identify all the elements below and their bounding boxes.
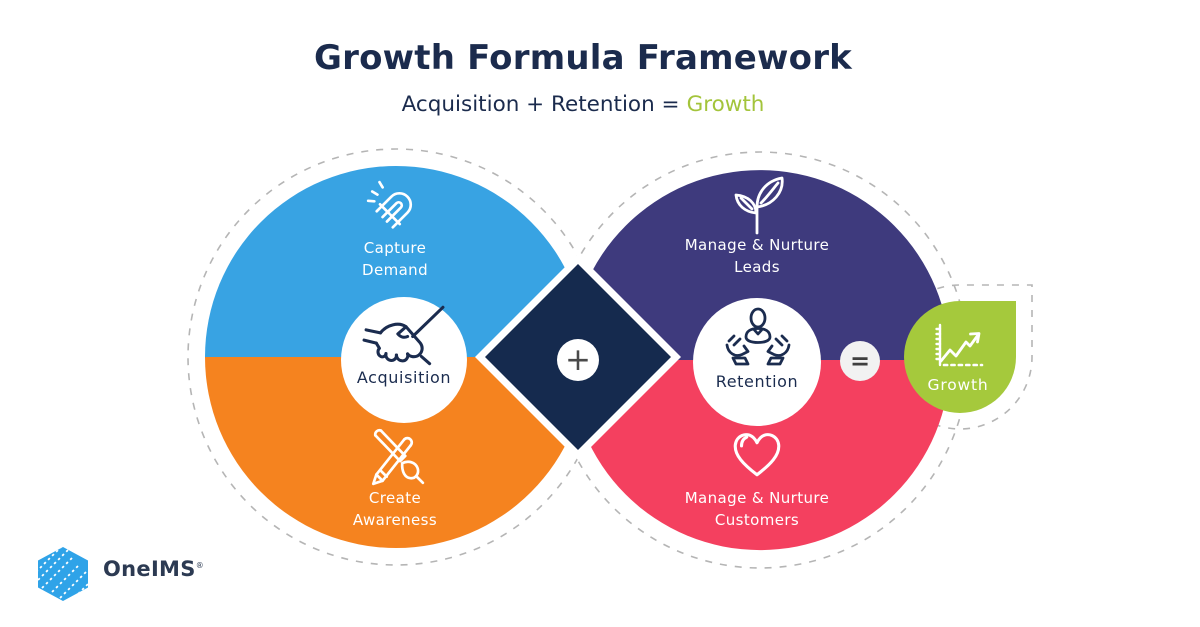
- capture-demand-label: Capture Demand: [362, 237, 428, 281]
- create-awareness-icon-box: [365, 426, 427, 488]
- nurture-customers-line1: Manage & Nurture: [684, 489, 830, 507]
- retention-hub-circle: [693, 298, 821, 426]
- create-awareness-line1: Create: [368, 489, 422, 507]
- capture-demand-icon-box: [364, 176, 426, 238]
- plus-operator: +: [565, 342, 591, 378]
- nurture-leads-line1: Manage & Nurture: [684, 236, 830, 254]
- pencil-brush-icon: [371, 428, 425, 486]
- heart-icon: [733, 433, 781, 477]
- capture-demand-line1: Capture: [363, 239, 427, 257]
- nurture-leads-label: Manage & Nurture Leads: [685, 234, 830, 278]
- capture-demand-segment: [205, 166, 587, 357]
- create-awareness-label: Create Awareness: [353, 487, 437, 531]
- plus-chip-circle: [557, 339, 599, 381]
- brand-logo-row: OneIMS®: [34, 546, 204, 602]
- acquisition-icon-box: [362, 305, 446, 367]
- retention-label: Retention: [715, 372, 799, 391]
- retention-icon-box: [721, 307, 795, 373]
- hexagon-shape: [38, 547, 88, 601]
- create-awareness-line2: Awareness: [352, 511, 438, 529]
- oneims-hexagon-logo-icon: [38, 547, 88, 601]
- subtitle-growth-highlight: Growth: [686, 92, 765, 117]
- hands-person-icon: [725, 307, 791, 366]
- handshake-icon: [362, 305, 445, 366]
- brand-name-text: OneIMS: [103, 557, 196, 581]
- equals-chip-circle: [840, 341, 880, 381]
- magnet-icon: [366, 180, 413, 229]
- growth-icon-box: [930, 321, 984, 373]
- create-awareness-segment: [205, 357, 587, 548]
- growth-result-blob: [904, 301, 1016, 413]
- growth-chart-icon: [935, 323, 984, 367]
- page-subtitle: Acquisition + Retention =Growth: [0, 92, 1166, 117]
- nurture-customers-label: Manage & Nurture Customers: [685, 487, 830, 531]
- nurture-customers-segment: [570, 360, 950, 551]
- nurture-customers-line2: Customers: [714, 511, 800, 529]
- brand-name: OneIMS®: [103, 557, 204, 581]
- nurture-customers-icon-box: [725, 421, 789, 481]
- acquisition-label: Acquisition: [356, 368, 452, 387]
- nurture-leads-icon-box: [720, 173, 794, 235]
- page-title: Growth Formula Framework: [314, 38, 852, 78]
- equals-operator: =: [849, 347, 871, 375]
- nurture-leads-segment: [570, 170, 950, 360]
- capture-demand-line2: Demand: [361, 261, 429, 279]
- registered-mark: ®: [195, 561, 204, 570]
- sprout-icon: [734, 176, 784, 235]
- growth-result-label: Growth: [927, 376, 989, 394]
- nurture-leads-line2: Leads: [734, 258, 780, 276]
- subtitle-formula-text: Acquisition + Retention =: [401, 92, 680, 117]
